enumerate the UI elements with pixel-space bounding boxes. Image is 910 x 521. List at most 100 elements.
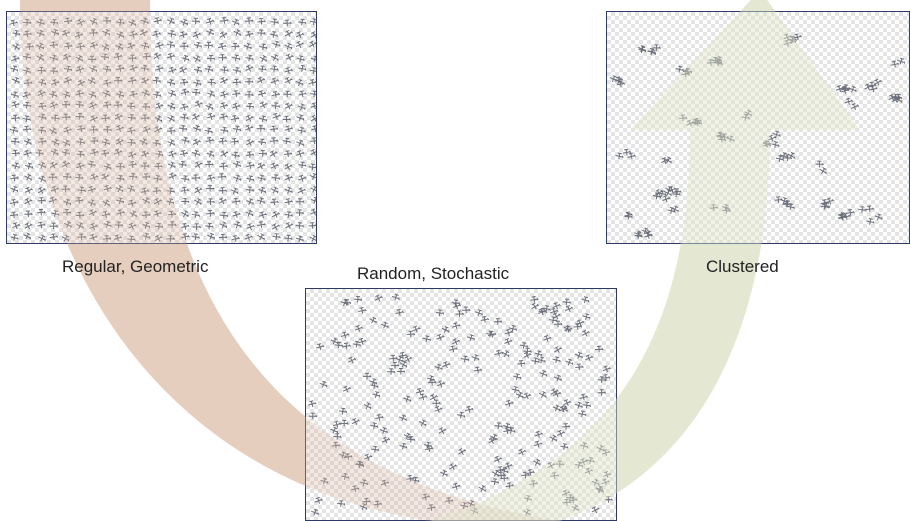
point-mark [246,138,255,146]
point-mark [51,79,60,87]
point-mark [24,222,33,230]
point-mark [667,206,676,214]
point-mark [129,64,138,72]
point-mark [103,126,112,133]
point-mark [76,18,85,26]
point-mark [721,203,730,211]
point-mark [206,185,215,192]
point-mark [284,163,293,171]
point-mark [153,210,162,218]
point-mark [64,65,73,73]
point-mark [193,41,202,49]
point-mark [580,442,589,450]
point-mark [141,89,150,97]
point-mark [436,380,446,388]
point-mark [474,309,483,317]
point-mark [178,160,187,168]
point-mark [102,17,112,24]
point-mark [115,185,124,193]
point-mark [62,139,71,147]
point-mark [116,174,125,182]
point-mark [342,385,352,393]
point-mark [88,91,97,99]
point-mark [205,103,214,111]
point-mark [154,162,163,170]
point-mark [411,476,420,484]
point-mark [217,173,227,180]
point-mark [233,221,242,229]
point-mark [194,161,203,168]
point-mark [296,139,304,147]
point-mark [338,451,347,459]
point-mark [507,426,516,434]
point-mark [89,17,98,25]
point-mark [295,222,304,229]
point-mark [114,221,124,229]
point-mark [295,235,304,243]
point-mark [191,211,200,219]
point-mark [38,161,46,169]
point-mark [181,54,190,62]
point-mark [372,391,381,399]
point-mark [678,114,688,122]
point-mark [116,163,125,170]
point-mark [22,91,31,99]
point-mark [531,302,540,310]
point-mark [231,42,240,50]
point-mark [11,114,20,122]
point-mark [465,405,474,413]
point-mark [259,54,267,62]
point-mark [638,46,647,54]
point-mark [22,67,31,75]
point-mark [555,460,565,468]
point-mark [191,17,201,25]
point-mark [406,474,415,482]
point-mark [61,234,70,242]
point-mark [23,149,32,157]
point-mark [24,197,33,205]
point-mark [219,31,228,39]
point-mark [245,114,254,122]
point-mark [77,79,86,87]
point-mark [24,186,33,194]
point-mark [504,328,513,336]
point-mark [37,126,47,134]
point-mark [115,43,124,51]
point-mark [256,197,265,205]
point-mark [49,127,57,135]
point-mark [615,77,623,85]
point-mark [513,373,522,381]
point-mark [549,434,557,442]
point-mark [331,441,341,449]
point-mark [542,305,551,312]
point-mark [218,187,228,194]
point-mark [179,149,189,157]
point-mark [102,28,111,36]
point-mark [298,18,307,26]
point-mark [351,417,360,425]
point-mark [75,90,85,97]
point-mark [87,185,97,193]
point-mark [272,112,281,120]
point-mark [191,113,200,121]
point-mark [634,232,643,239]
point-mark [846,208,855,216]
point-mark [206,90,215,98]
point-mark [574,401,583,409]
point-mark [206,209,215,217]
point-mark [297,187,306,195]
point-mark [285,221,294,229]
point-mark [296,150,305,157]
point-mark [140,64,149,72]
point-mark [363,402,372,410]
point-mark [379,427,388,434]
point-mark [308,400,317,408]
point-mark [87,199,96,207]
point-mark [330,337,339,345]
point-mark [155,41,164,49]
point-mark [466,334,475,342]
point-mark [204,41,214,49]
point-mark [550,307,559,315]
point-mark [470,507,479,515]
point-mark [271,53,279,61]
